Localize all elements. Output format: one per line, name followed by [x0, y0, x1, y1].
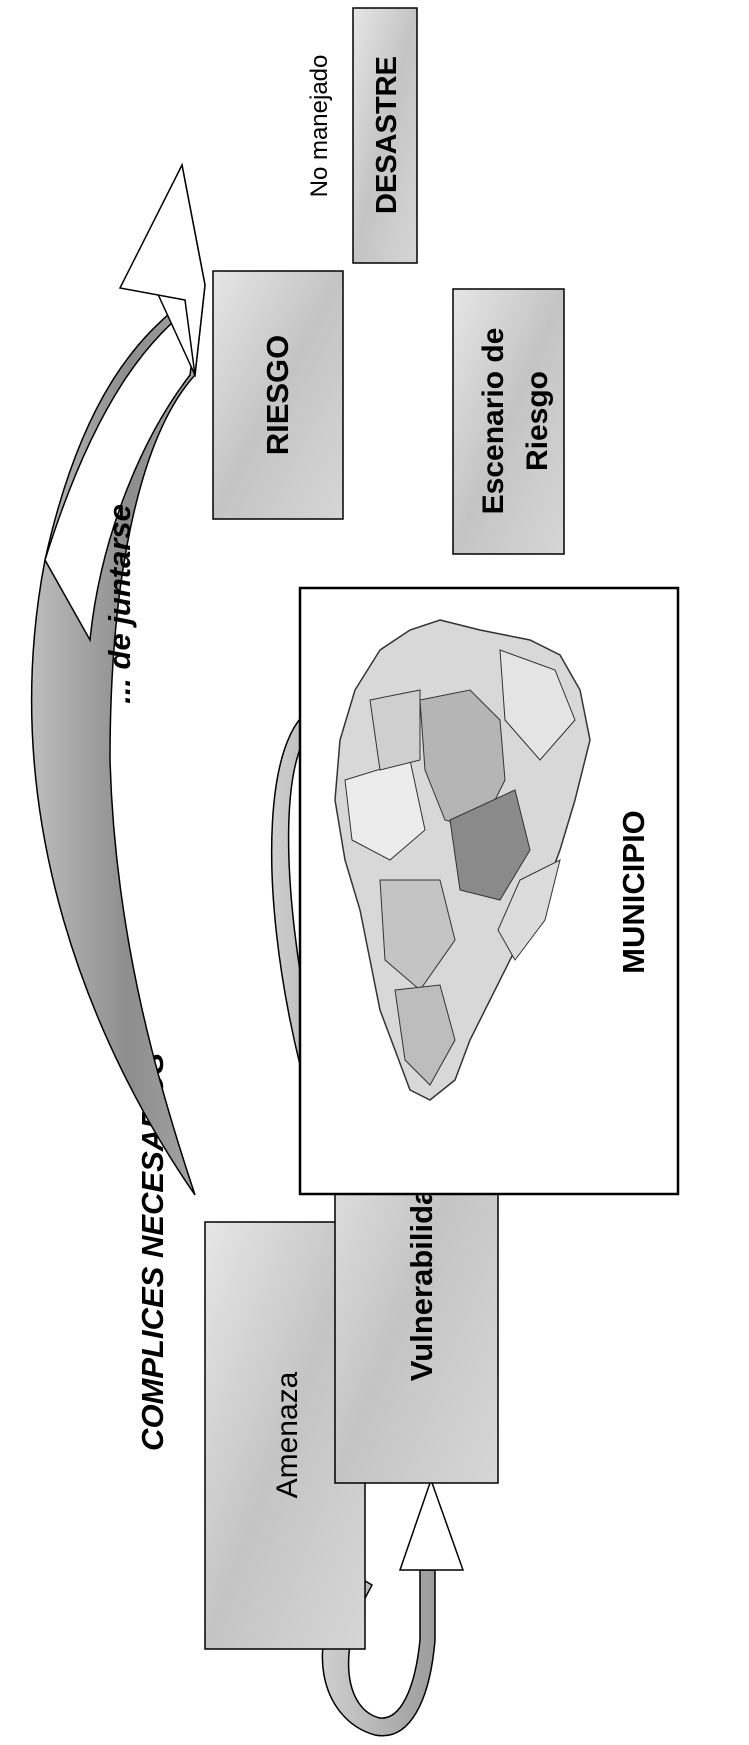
vulnerabilidad-label: Vulnerabilidad — [404, 1169, 439, 1381]
desastre-label: DESASTRE — [371, 56, 403, 214]
amenaza-label: Amenaza — [271, 1371, 304, 1498]
riesgo-box: RIESGO — [212, 270, 344, 520]
escenario-label-line2: Riesgo — [521, 371, 554, 471]
desastre-box: DESASTRE — [352, 7, 418, 264]
municipio-label: MUNICIPIO — [616, 810, 651, 974]
municipio-panel: MUNICIPIO — [298, 586, 680, 1196]
arrow-label: ... de juntarse — [102, 504, 137, 704]
riesgo-label: RIESGO — [260, 335, 295, 456]
escenario-label-line1: Escenario de — [477, 328, 510, 515]
escenario-riesgo-box: Escenario de Riesgo — [452, 288, 565, 555]
municipio-map-image — [334, 619, 591, 1101]
no-manejado-note: No manejado — [306, 55, 333, 198]
big-curved-arrow — [30, 162, 206, 1196]
